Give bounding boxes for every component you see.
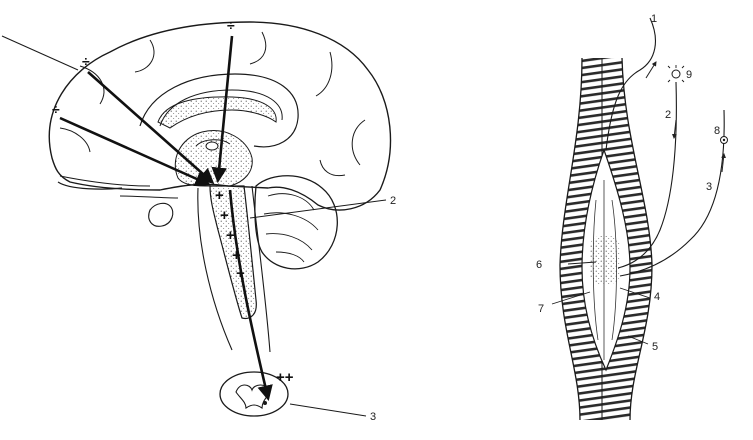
sign-excitatory-1: + [215,187,224,204]
muscle-spindle-diagram: 1 2 3 4 5 6 7 8 9 [536,13,728,422]
corpus-callosum [158,97,276,128]
sign-inhibitory-vertex: ÷ [227,17,235,33]
cerebellum [255,176,337,269]
sign-excitatory-4: + [232,247,241,264]
spindle-label-8: 8 [714,125,720,137]
spindle-label-9: 9 [686,69,692,81]
sign-excitatory-5: + [236,265,245,282]
sign-inhibitory-frontal: ÷ [82,53,90,69]
leader-line-1 [2,36,78,70]
spindle-label-4: 4 [654,291,660,303]
brain-diagram: ÷ ÷ ÷ + + + + + ++ 2 3 [2,17,396,423]
pathway-arrow-frontal [88,72,212,182]
neuron-8-icon [721,137,728,144]
brain-label-2: 2 [390,195,396,207]
pituitary [149,203,173,226]
sign-excitatory-3: + [226,227,235,244]
spindle-label-7: 7 [538,303,544,315]
sign-strong-excitatory: ++ [276,369,294,386]
sign-inhibitory-occipital: ÷ [52,101,60,117]
spindle-label-5: 5 [652,341,658,353]
spindle-label-1: 1 [651,13,657,25]
sign-excitatory-2: + [220,207,229,224]
nuclear-bag [590,236,620,284]
brain-label-3: 3 [370,411,376,423]
neuron-9-icon [668,65,684,82]
spindle-label-6: 6 [536,259,542,271]
spindle-label-2: 2 [665,109,671,121]
spindle-label-3: 3 [706,181,712,193]
